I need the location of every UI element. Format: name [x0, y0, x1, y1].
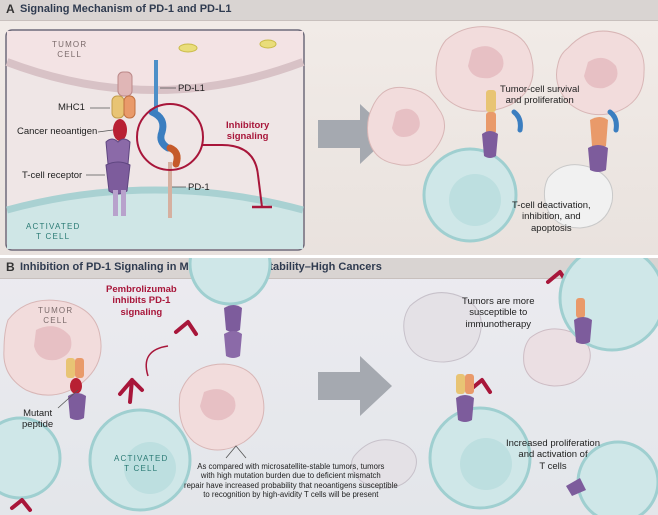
increased-proliferation-label: Increased proliferation and activation o… — [506, 438, 600, 472]
inhibitory-arrow — [202, 144, 263, 208]
pd-1-label: PD-1 — [188, 182, 210, 193]
pd-1-stalk — [168, 162, 172, 218]
mhc1-yellow — [111, 95, 125, 119]
apoptotic-t-cell — [543, 164, 614, 229]
cancer-neoantigen — [113, 119, 127, 141]
t-cell-region — [7, 190, 303, 249]
tumor-survival-label: Tumor-cell survival and proliferation — [500, 84, 580, 107]
t-cell-nucleus — [124, 442, 176, 494]
inhibitory-circle — [136, 103, 204, 171]
mhc1-orange — [123, 95, 136, 119]
mhc1-label: MHC1 — [58, 102, 85, 113]
pembrolizumab-label: Pembrolizumab inhibits PD-1 signaling — [106, 284, 177, 318]
tumor-cell-label: TUMOR CELL — [52, 40, 88, 59]
panel-a-title: Signaling Mechanism of PD-1 and PD-L1 — [20, 3, 232, 15]
nucleus — [584, 57, 618, 89]
activated-t-cell-label: ACTIVATED T CELL — [26, 222, 81, 241]
nucleus — [468, 46, 504, 79]
pd-1 — [166, 144, 181, 168]
pembrolizumab-arrow — [145, 345, 169, 377]
comparison-note: As compared with microsatellite-stable t… — [184, 462, 398, 500]
mhc1-top — [117, 71, 133, 97]
pd-l1 — [148, 108, 172, 152]
cancer-neoantigen-label: Cancer neoantigen — [17, 126, 98, 137]
t-cell-nucleus — [460, 438, 512, 490]
panel-b-letter: B — [6, 260, 15, 274]
arrow-icon — [318, 356, 392, 416]
tumors-susceptible-label: Tumors are more susceptible to immunothe… — [462, 296, 535, 330]
tcr-bottom — [105, 161, 131, 195]
tumor-cell-label: TUMOR CELL — [38, 306, 74, 325]
panel-b-illustration — [0, 258, 658, 515]
panel-a-illustration — [5, 26, 645, 251]
t-cell-deactivation-label: T-cell deactivation, inhibition, and apo… — [512, 200, 591, 234]
nucleus — [392, 108, 420, 137]
nucleus — [200, 389, 236, 421]
t-cell — [188, 258, 272, 306]
tumor-cell — [351, 439, 417, 489]
panel-a-header: A Signaling Mechanism of PD-1 and PD-L1 — [0, 0, 658, 21]
mutant-peptide-label: Mutant peptide — [22, 408, 54, 431]
granule — [259, 39, 277, 49]
panel-b-header: B Inhibition of PD-1 Signaling in Micros… — [0, 258, 658, 279]
pd-l1-stalk — [154, 60, 158, 112]
granule — [178, 43, 198, 53]
t-cell-membrane — [6, 186, 304, 214]
tcr-stalk — [113, 190, 118, 216]
t-cell-receptor-label: T-cell receptor — [22, 170, 83, 181]
panel-a-letter: A — [6, 2, 15, 16]
inhibitory-signaling-label: Inhibitory signaling — [226, 120, 270, 143]
t-cell — [0, 416, 62, 500]
tcr-stalk — [121, 190, 126, 216]
antibody-icon — [118, 378, 144, 404]
antibody-icon — [174, 320, 198, 336]
antibody-icon — [10, 498, 32, 512]
nucleus — [34, 326, 72, 361]
activated-t-cell-label: ACTIVATED T CELL — [114, 454, 169, 473]
tumor-cell — [403, 292, 482, 363]
t-cell-nucleus — [449, 174, 501, 226]
t-cell — [558, 258, 658, 352]
panel-a: A Signaling Mechanism of PD-1 and PD-L1 — [0, 0, 658, 255]
pd-l1-label: PD-L1 — [178, 83, 205, 94]
panel-b: B Inhibition of PD-1 Signaling in Micros… — [0, 258, 658, 515]
fragment — [566, 478, 586, 496]
